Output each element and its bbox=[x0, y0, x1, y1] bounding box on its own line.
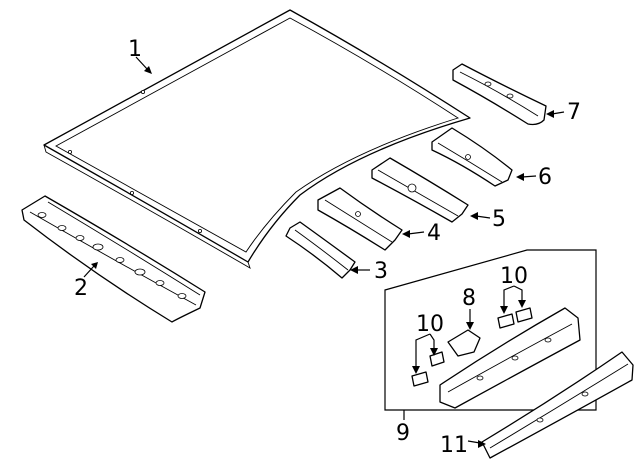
outer-rail-icon bbox=[481, 351, 634, 459]
callout-11: 11 bbox=[440, 433, 468, 458]
clip-nut-icon bbox=[411, 307, 533, 387]
callout-5: 5 bbox=[492, 207, 506, 232]
leaders bbox=[83, 56, 565, 448]
roof-panel-icon bbox=[43, 9, 471, 269]
callout-6: 6 bbox=[538, 165, 552, 190]
callout-9: 9 bbox=[396, 421, 410, 446]
roof-bow-icon bbox=[317, 187, 403, 251]
callout-4: 4 bbox=[427, 221, 441, 246]
callout-10-left: 10 bbox=[416, 312, 444, 337]
front-header-icon bbox=[21, 195, 206, 323]
bracket-icon bbox=[447, 329, 481, 357]
detail-box bbox=[384, 249, 597, 411]
callout-2: 2 bbox=[74, 276, 88, 301]
side-rail-icon bbox=[439, 307, 581, 409]
callout-1: 1 bbox=[128, 37, 142, 62]
roof-bow-icon bbox=[285, 221, 356, 279]
roof-bow-icon bbox=[371, 157, 469, 223]
callout-10-right: 10 bbox=[500, 264, 528, 289]
callout-7: 7 bbox=[567, 100, 581, 125]
callout-3: 3 bbox=[374, 259, 388, 284]
callout-8: 8 bbox=[462, 286, 476, 311]
roof-bow-icon bbox=[431, 127, 513, 187]
rear-header-icon bbox=[452, 63, 547, 126]
